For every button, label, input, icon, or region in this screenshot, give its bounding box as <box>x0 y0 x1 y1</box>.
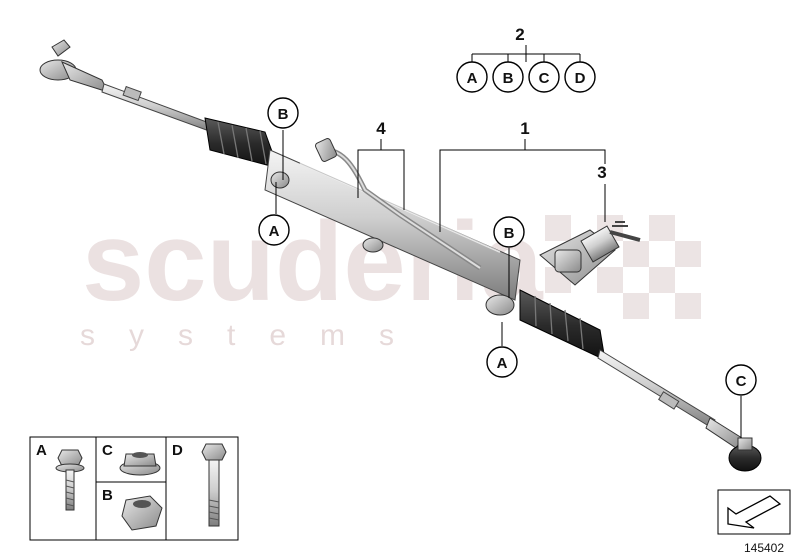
legend-label-d: D <box>172 442 183 459</box>
callout-group-1: 1 <box>439 119 606 232</box>
svg-text:A: A <box>497 355 508 372</box>
long-bolt-icon <box>201 443 227 527</box>
callout-circle-c <box>528 61 560 93</box>
hex-nut-icon <box>121 495 163 531</box>
legend-label-b: B <box>102 487 113 504</box>
callout-letter-a: A <box>467 70 478 87</box>
callout-tie-end-c: C <box>725 364 757 438</box>
steering-rack-illustration <box>39 39 762 472</box>
valve-body <box>539 221 641 286</box>
flange-nut-icon <box>119 452 161 476</box>
legend-label-c: C <box>102 442 113 459</box>
callout-number-3: 3 <box>597 163 606 182</box>
callout-group-2: 2 A B C D <box>456 25 596 93</box>
svg-text:B: B <box>278 106 289 123</box>
callout-letter-d: D <box>575 70 586 87</box>
callout-right-b: B <box>493 216 525 298</box>
hex-bolt-icon <box>55 449 85 511</box>
callout-circle-a <box>456 61 488 93</box>
callout-right-a: A <box>486 322 518 378</box>
view-direction-arrow-icon <box>717 489 791 535</box>
fastener-legend: A C D B <box>29 436 239 541</box>
callout-left-a: A <box>258 182 290 246</box>
left-tie-rod-end <box>39 39 109 93</box>
svg-text:C: C <box>736 373 747 390</box>
callout-letter-b: B <box>503 70 514 87</box>
legend-label-a: A <box>36 442 47 459</box>
left-tie-rod <box>101 83 213 133</box>
right-tie-rod <box>597 349 716 429</box>
callout-number-1: 1 <box>520 119 529 138</box>
callout-left-b: B <box>267 97 299 180</box>
callout-group-4: 4 <box>357 119 405 210</box>
callout-circle-d <box>564 61 596 93</box>
watermark-sub: systems <box>80 319 428 352</box>
callout-circle-b <box>492 61 524 93</box>
right-tie-rod-end <box>705 417 762 472</box>
right-boot <box>519 289 606 361</box>
svg-text:A: A <box>269 223 280 240</box>
reference-number: 145402 <box>744 541 784 555</box>
callout-letter-c: C <box>539 70 550 87</box>
left-boot <box>204 117 279 169</box>
callout-group-3: 3 <box>597 163 607 222</box>
callout-number-2: 2 <box>515 25 524 44</box>
svg-text:B: B <box>504 225 515 242</box>
callout-number-4: 4 <box>376 119 386 138</box>
